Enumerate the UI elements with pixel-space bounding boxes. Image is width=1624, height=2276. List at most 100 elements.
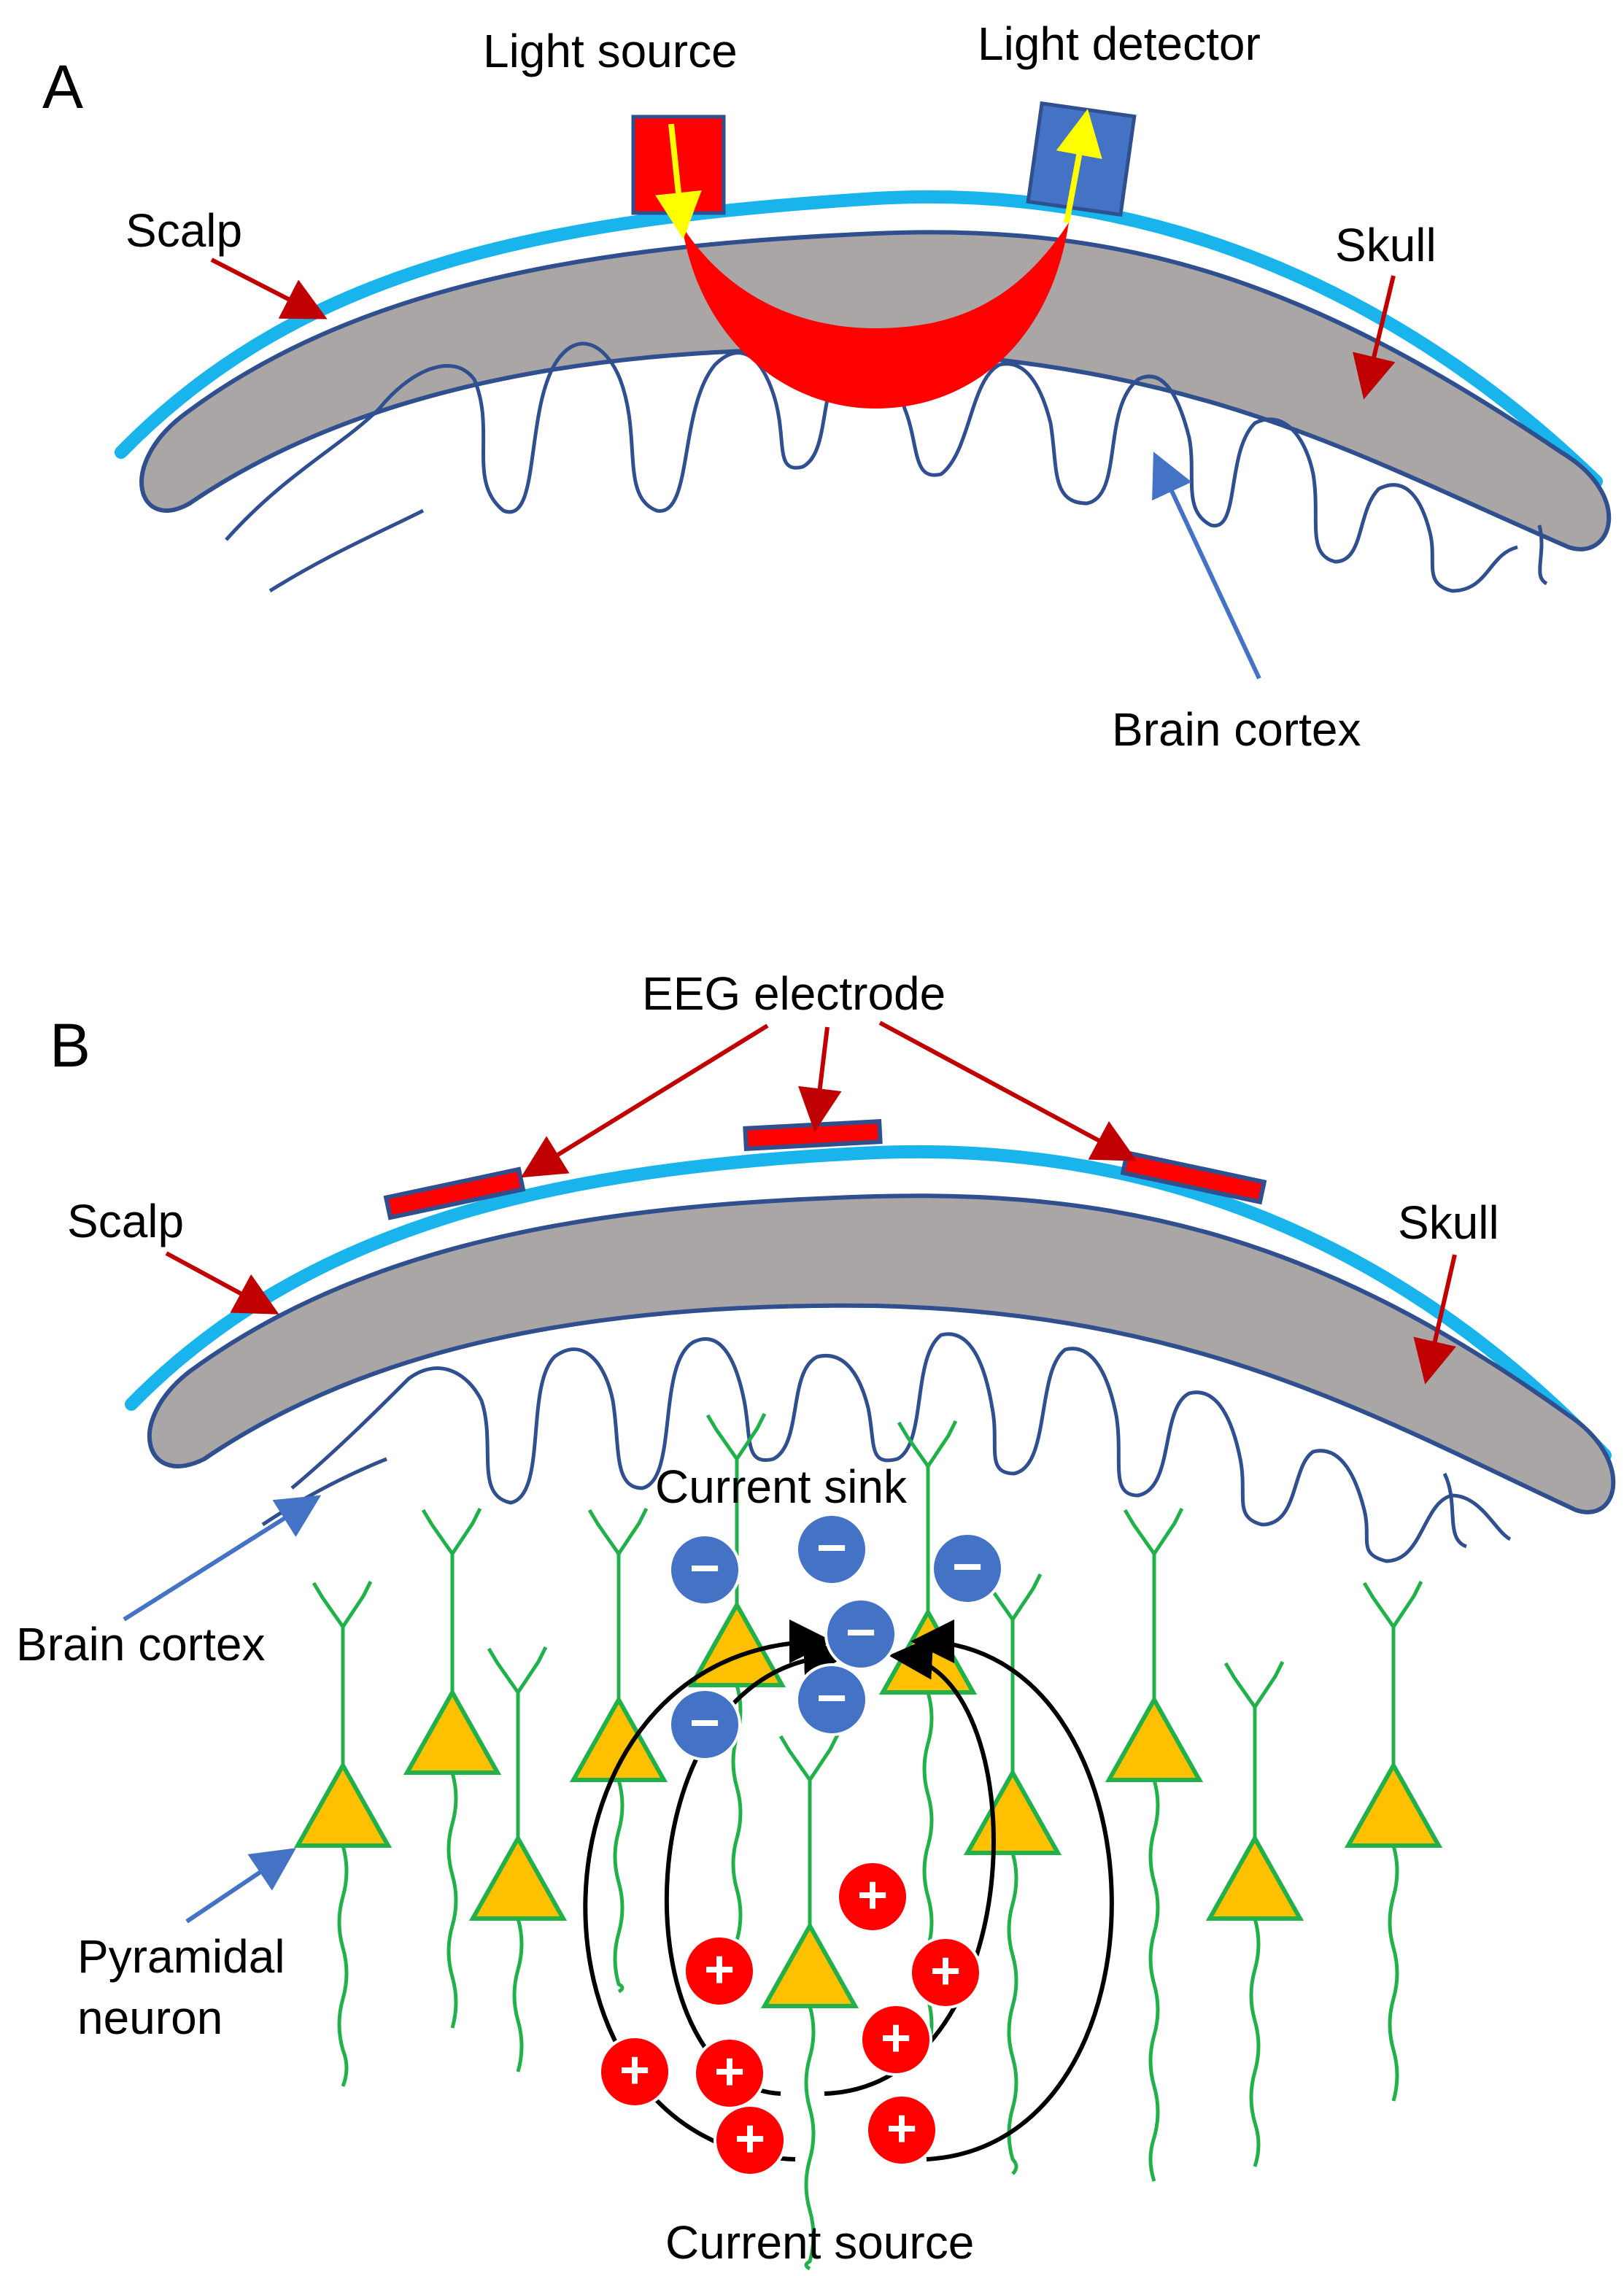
brain-cortex-inner-fold — [268, 508, 425, 593]
neuron-soma — [1344, 1760, 1443, 1848]
pyramidal-neuron — [293, 1580, 393, 2087]
positive-charge-symbol: + — [714, 2043, 745, 2101]
apical-dendrite — [1123, 1507, 1184, 1700]
positive-charge: + — [714, 2104, 786, 2177]
panel-a: A Light source Light detector Scalp Skul… — [42, 18, 1612, 756]
neuron-soma — [963, 1768, 1062, 1855]
apical-dendrite — [778, 1733, 840, 1926]
pyramidal-neuron — [403, 1507, 502, 2029]
pyramidal-neuron-pointer-arrow — [185, 1848, 296, 1924]
apical-dendrite — [1223, 1660, 1285, 1838]
neuron-soma — [468, 1833, 568, 1921]
apical-dendrite — [587, 1507, 649, 1700]
negative-charge: − — [824, 1598, 897, 1671]
pyramidal-neuron — [1344, 1580, 1443, 2102]
pyramidal-neuron — [468, 1646, 568, 2072]
current-loop-outer-left — [583, 1619, 833, 2161]
neuron-soma — [760, 1921, 859, 2008]
neuron-soma — [293, 1760, 393, 1848]
charges: −−−−−−++++++++ — [598, 1513, 1004, 2177]
skull-pointer-arrow — [1413, 1254, 1457, 1385]
current-loop-outer-right — [910, 1619, 1114, 2161]
scalp-pointer-arrow — [165, 1251, 279, 1315]
negative-charge-symbol: − — [689, 1694, 720, 1752]
brain-cortex-folds — [225, 341, 1518, 593]
neuron-soma — [569, 1695, 668, 1782]
scalp-label: Scalp — [125, 204, 242, 257]
negative-charge-symbol: − — [816, 1519, 847, 1577]
apical-dendrite — [312, 1580, 373, 1765]
brain-cortex-pointer-arrow — [1152, 452, 1261, 680]
panel-b: B −−−−−−++++++++ EEG electrode Scalp Sku… — [16, 967, 1616, 2271]
axon — [337, 1845, 349, 2087]
panel-a-letter: A — [42, 53, 83, 121]
eeg-electrode-pointer-right — [878, 1021, 1137, 1161]
eeg-electrode-label: EEG electrode — [642, 967, 946, 1020]
positive-charge-symbol: + — [857, 1866, 888, 1924]
axon — [804, 2005, 816, 2271]
brain-cortex-inner-fold — [261, 1457, 387, 1527]
negative-charge: − — [795, 1513, 868, 1586]
skull-label: Skull — [1398, 1196, 1499, 1249]
axon — [613, 1779, 625, 1994]
neuron-soma — [1205, 1833, 1304, 1921]
positive-charge: + — [865, 2094, 938, 2167]
neuron-soma — [403, 1687, 502, 1775]
negative-charge-symbol: − — [816, 1669, 847, 1727]
positive-charge-symbol: + — [930, 1942, 961, 2000]
axon — [512, 1918, 524, 2072]
negative-charge: − — [931, 1532, 1004, 1605]
pyramidal-neuron-label-line1: Pyramidal — [77, 1930, 285, 1983]
negative-charge: − — [795, 1663, 868, 1736]
axon — [446, 1772, 458, 2029]
pyramidal-neuron — [1205, 1660, 1304, 2167]
eeg-electrode-center — [743, 1119, 883, 1151]
photon-in-arrow — [655, 123, 702, 239]
scalp-layer — [125, 1145, 1612, 1462]
eeg-electrode-pointer-center — [797, 1026, 842, 1132]
positive-charge: + — [683, 1935, 756, 2008]
negative-charge: − — [668, 1533, 741, 1606]
pyramidal-neuron — [760, 1733, 859, 2271]
axon — [1249, 1918, 1261, 2167]
apical-dendrite — [1362, 1580, 1423, 1765]
current-source-label: Current source — [665, 2216, 974, 2269]
light-detector-label: Light detector — [978, 18, 1261, 70]
current-sink-label: Current sink — [655, 1460, 908, 1513]
neuron-soma — [878, 1607, 978, 1695]
negative-charge-symbol: − — [952, 1538, 983, 1596]
brain-cortex-pointer-arrow — [123, 1495, 322, 1622]
skull-layer — [139, 230, 1612, 551]
positive-charge-symbol: + — [619, 2041, 650, 2099]
brain-cortex-lower-edge — [1537, 525, 1548, 586]
apical-dendrite — [705, 1412, 767, 1605]
axon — [1007, 1852, 1018, 2175]
positive-charge: + — [598, 2035, 671, 2108]
scalp-pointer-arrow — [210, 258, 328, 320]
skull-layer — [147, 1193, 1616, 1514]
light-source-label: Light source — [483, 25, 738, 77]
positive-charge-symbol: + — [881, 2009, 911, 2067]
skull-label: Skull — [1335, 219, 1437, 271]
pyramidal-neuron-label-line2: neuron — [77, 1992, 223, 2044]
pyramidal-neuron — [1105, 1507, 1204, 2182]
pyramidal-neuron — [569, 1507, 668, 1994]
axon — [1148, 1779, 1160, 2182]
pyramidal-neuron — [963, 1573, 1062, 2175]
negative-charge: − — [668, 1688, 741, 1761]
positive-charge: + — [693, 2037, 766, 2110]
positive-charge-symbol: + — [704, 1940, 735, 1999]
apical-dendrite — [421, 1507, 482, 1692]
positive-charge-symbol: + — [735, 2110, 765, 2168]
axon — [922, 1692, 934, 2059]
skull-pointer-arrow — [1353, 275, 1396, 400]
eeg-electrode-right — [1120, 1150, 1267, 1205]
apical-dendrite — [981, 1573, 1043, 1773]
light-path-banana — [682, 222, 1069, 409]
apical-dendrite — [487, 1646, 548, 1838]
eeg-electrode-pointer-left — [520, 1023, 769, 1178]
positive-charge: + — [859, 2003, 932, 2076]
brain-cortex-label: Brain cortex — [1112, 703, 1361, 756]
positive-charge: + — [909, 1936, 982, 2009]
